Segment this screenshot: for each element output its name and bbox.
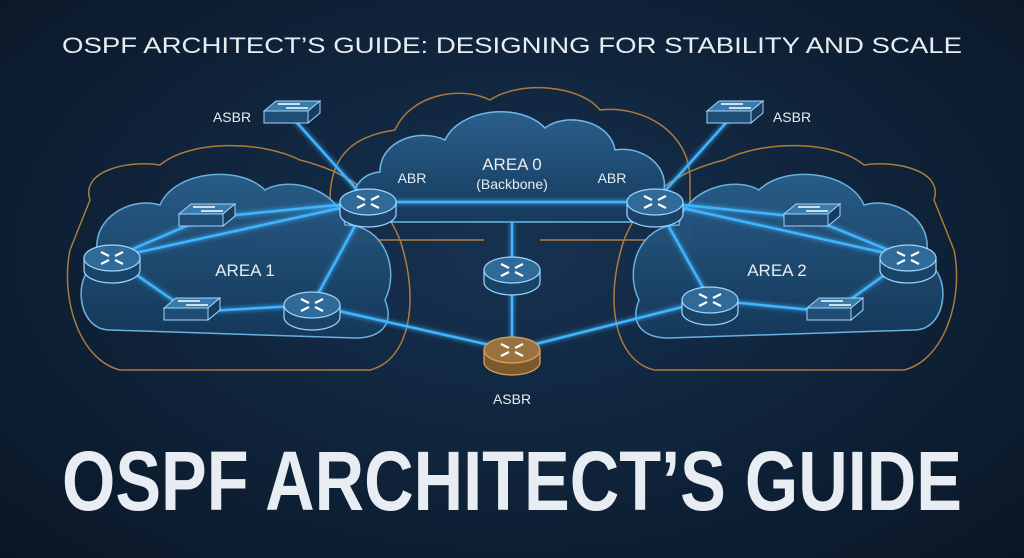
router-arrows-icon <box>100 251 124 265</box>
switch-a1_s2 <box>162 296 222 322</box>
link <box>311 303 513 352</box>
router-arrows-icon <box>500 343 524 357</box>
switch-arrows-icon <box>178 300 208 306</box>
router-a2_r1 <box>879 244 937 284</box>
link <box>654 114 734 203</box>
link <box>111 200 369 260</box>
router-a2_r2 <box>681 286 739 326</box>
router-abr_r <box>626 188 684 228</box>
link <box>511 298 711 352</box>
switch-arrows-icon <box>278 103 308 109</box>
router-a1_r1 <box>83 244 141 284</box>
router-core <box>483 256 541 296</box>
asbr-router <box>483 336 541 376</box>
asbr-right-label: ASBR <box>773 109 811 125</box>
nodes <box>83 99 937 376</box>
switch-sw_asbr_l <box>262 99 322 125</box>
router-arrows-icon <box>356 195 380 209</box>
area0-sub-label: (Backbone) <box>476 176 548 192</box>
switch-arrows-icon <box>798 206 828 212</box>
router-arrows-icon <box>643 195 667 209</box>
router-arrows-icon <box>500 263 524 277</box>
footer-title: OSPF ARCHITECT’S GUIDE <box>62 434 962 528</box>
link <box>289 114 369 203</box>
router-arrows-icon <box>698 293 722 307</box>
router-arrows-icon <box>300 298 324 312</box>
router-abr_l <box>339 188 397 228</box>
switch-sw_asbr_r <box>705 99 765 125</box>
link <box>654 200 909 260</box>
asbr-left-label: ASBR <box>213 109 251 125</box>
switch-arrows-icon <box>193 206 223 212</box>
abr-left-label: ABR <box>398 170 427 186</box>
area2-label: AREA 2 <box>747 261 807 280</box>
switch-arrows-icon <box>821 300 851 306</box>
switch-a1_s1 <box>177 202 237 228</box>
switch-a2_s2 <box>805 296 865 322</box>
asbr-bottom-label: ASBR <box>493 391 531 407</box>
area1-label: AREA 1 <box>215 261 275 280</box>
abr-right-label: ABR <box>598 170 627 186</box>
header-subtitle: OSPF ARCHITECT’S GUIDE: DESIGNING FOR ST… <box>62 33 962 58</box>
switch-arrows-icon <box>721 103 751 109</box>
area0-label: AREA 0 <box>482 155 542 174</box>
router-arrows-icon <box>896 251 920 265</box>
switch-a2_s1 <box>782 202 842 228</box>
router-a1_r2 <box>283 291 341 331</box>
